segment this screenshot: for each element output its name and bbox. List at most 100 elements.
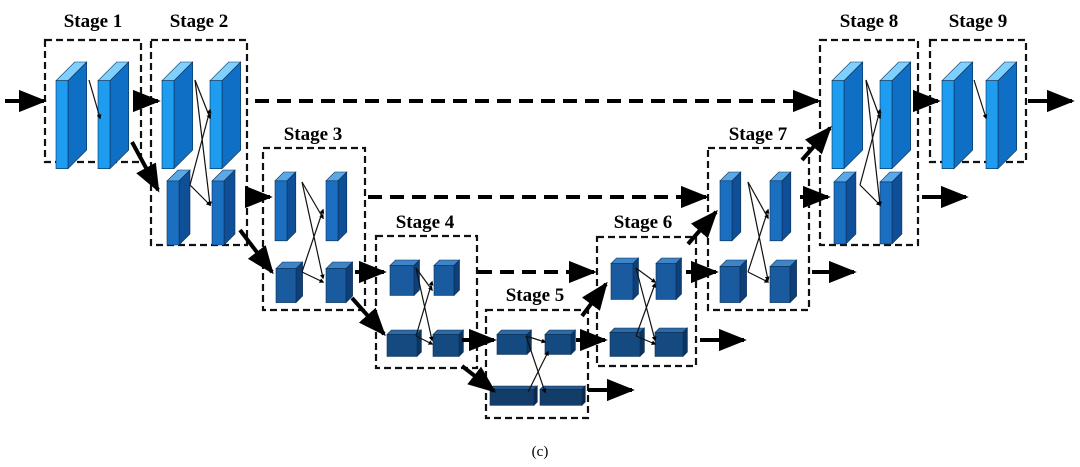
- block-face: [731, 171, 742, 242]
- block-face: [985, 80, 999, 169]
- arrow-s7-up: [800, 125, 832, 162]
- feature-block: [985, 61, 1018, 170]
- stage-6-label: Stage 6: [614, 212, 673, 233]
- block-face: [173, 61, 193, 170]
- block-face: [539, 388, 583, 406]
- block-face: [655, 263, 677, 300]
- block-face: [891, 61, 912, 170]
- feature-block: [610, 257, 640, 301]
- block-face: [891, 171, 903, 245]
- stage-5-label: Stage 5: [506, 285, 565, 306]
- block-face: [654, 327, 689, 333]
- link-s5-a: [525, 335, 547, 344]
- block-face: [389, 265, 415, 296]
- feature-block: [879, 61, 912, 170]
- block-face: [719, 266, 741, 303]
- link-s4-b: [415, 267, 434, 342]
- stage-1-label: Stage 1: [64, 11, 123, 32]
- feature-block: [274, 171, 297, 242]
- block-face: [166, 180, 180, 246]
- link-s7-d: [747, 271, 770, 283]
- feature-block: [275, 261, 304, 304]
- link-s8-c: [859, 108, 882, 186]
- link-s2-c: [189, 108, 212, 186]
- link-s7-c: [747, 208, 770, 273]
- block-face: [843, 61, 864, 170]
- block-face: [55, 80, 69, 169]
- block-face: [275, 268, 297, 303]
- block-face: [789, 259, 797, 304]
- block-face: [682, 327, 688, 358]
- block-face: [161, 80, 175, 169]
- arrow-s1-down: [130, 141, 160, 193]
- block-face: [221, 61, 241, 170]
- feature-block: [433, 259, 461, 297]
- block-face: [223, 169, 236, 246]
- feature-block: [166, 169, 191, 246]
- block-face: [879, 181, 893, 245]
- feature-block: [97, 61, 130, 170]
- block-face: [386, 334, 418, 357]
- link-s9: [973, 79, 988, 120]
- feature-block: [833, 171, 857, 245]
- link-s3-d: [301, 271, 325, 283]
- feature-block: [389, 259, 421, 297]
- block-face: [544, 329, 577, 335]
- block-face: [416, 329, 422, 358]
- feature-block: [209, 61, 242, 170]
- block-face: [274, 180, 288, 242]
- link-s7-b: [747, 181, 770, 282]
- feature-block: [544, 329, 577, 356]
- block-face: [997, 61, 1018, 170]
- feature-block: [879, 171, 903, 245]
- block-face: [496, 329, 533, 335]
- block-face: [97, 80, 111, 169]
- skip-connections: [255, 89, 821, 284]
- feature-block: [655, 257, 683, 301]
- link-s8-d: [859, 184, 882, 207]
- feature-block: [769, 259, 798, 304]
- block-face: [67, 61, 87, 170]
- block-face: [610, 263, 634, 300]
- figure-caption: (c): [532, 444, 549, 460]
- stage-3-box: [261, 146, 367, 312]
- stage-2-box: [149, 38, 249, 247]
- link-s4-c: [415, 280, 434, 337]
- link-s6-b: [635, 267, 657, 342]
- block-face: [325, 180, 339, 242]
- arrow-s5-up: [580, 281, 608, 318]
- block-face: [570, 329, 576, 356]
- block-face: [769, 266, 791, 303]
- feature-block: [325, 171, 348, 242]
- feature-block: [386, 329, 423, 358]
- link-s3-c: [301, 208, 325, 273]
- stage-4-box: [374, 234, 479, 370]
- block-face: [581, 385, 586, 407]
- block-face: [496, 334, 528, 355]
- feature-block: [654, 327, 689, 358]
- arrow-s4-down: [460, 364, 497, 393]
- block-face: [675, 257, 682, 301]
- link-s8-b: [865, 79, 883, 207]
- link-s5-b: [525, 335, 547, 394]
- link-s2-d: [189, 184, 212, 207]
- arrow-s3-down: [350, 296, 386, 337]
- feature-block: [719, 171, 742, 242]
- block-face: [432, 329, 465, 335]
- link-s6-d: [635, 335, 657, 345]
- block-face: [458, 329, 464, 358]
- stage-5-box: [484, 308, 590, 420]
- feature-block: [325, 261, 354, 304]
- feature-block: [769, 171, 792, 242]
- block-face: [639, 327, 645, 358]
- block-face: [833, 181, 847, 245]
- block-face: [325, 268, 347, 303]
- block-face: [632, 257, 639, 301]
- stage-8-box: [818, 38, 920, 247]
- feature-block: [609, 327, 646, 358]
- flow-arrows: [5, 89, 1075, 402]
- block-face: [433, 265, 455, 296]
- block-face: [609, 332, 641, 357]
- block-face: [286, 171, 297, 242]
